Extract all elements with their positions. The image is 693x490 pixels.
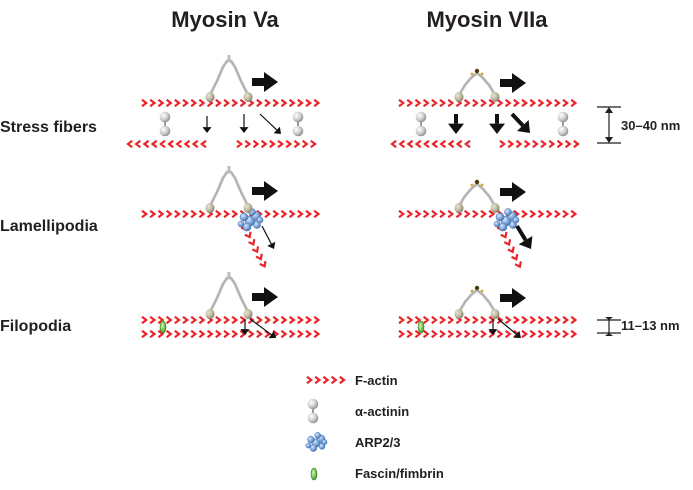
- actin-filament-bottom: [398, 329, 578, 339]
- filopodia-myosin-va-panel: [141, 272, 321, 339]
- force-arrow-down: [448, 114, 464, 134]
- motor-head-left: [454, 92, 464, 102]
- force-arrow-diagonal: [515, 224, 533, 249]
- row-label-stress-fibers: Stress fibers: [0, 119, 97, 136]
- force-arrow-diagonal: [261, 225, 276, 249]
- fascin-bundler: [159, 320, 167, 334]
- arp23-complex: [493, 208, 520, 232]
- motor-head-right: [490, 203, 500, 213]
- legend: [305, 375, 346, 481]
- movement-arrow: [252, 287, 278, 307]
- legend-symbol-f-actin: [306, 375, 346, 385]
- force-arrow-down: [489, 114, 505, 134]
- motor-head-right: [243, 92, 253, 102]
- myosin-viia-molecule: [454, 68, 500, 102]
- alpha-actinin: [415, 111, 427, 137]
- dimension-bracket-filopodia: [597, 317, 621, 336]
- row-label-lamellipodia: Lamellipodia: [0, 218, 98, 235]
- actin-filament-top: [141, 98, 321, 108]
- row-label-filopodia: Filopodia: [0, 318, 71, 335]
- myosin-va-molecule: [205, 272, 253, 319]
- motor-head-left: [454, 203, 464, 213]
- arp23-complex: [237, 208, 264, 232]
- actin-filament-top: [398, 98, 578, 108]
- force-arrow-diagonal: [249, 318, 276, 339]
- dimension-label-filopodia: 11–13 nm: [621, 318, 680, 333]
- motor-head-right: [490, 92, 500, 102]
- actin-filament-bottom-right: [499, 139, 580, 149]
- motor-head-right: [490, 309, 500, 319]
- actin-filament-main: [398, 209, 578, 219]
- legend-label-fascin: Fascin/fimbrin: [355, 466, 444, 481]
- myosin-viia-molecule: [454, 285, 500, 319]
- force-arrow-down: [239, 114, 249, 133]
- movement-arrow: [252, 72, 278, 92]
- actin-filament-top: [398, 315, 578, 325]
- force-arrow-down: [202, 116, 212, 133]
- legend-label-f-actin: F-actin: [355, 373, 398, 388]
- legend-label-alpha-actinin: α-actinin: [355, 404, 409, 419]
- myosin-va-molecule: [205, 55, 253, 102]
- myosin-va-molecule: [205, 166, 253, 213]
- motor-head-left: [205, 92, 215, 102]
- actin-filament-branch: [496, 224, 522, 269]
- actin-filament-bottom: [141, 329, 321, 339]
- force-arrow-diagonal: [259, 113, 281, 134]
- actin-filament-bottom-left: [126, 139, 207, 149]
- force-arrow-diagonal: [510, 112, 530, 133]
- title-myosin-va: Myosin Va: [171, 7, 279, 32]
- title-myosin-viia: Myosin VIIa: [426, 7, 548, 32]
- force-arrow-down: [488, 319, 498, 335]
- legend-symbol-fascin: [310, 467, 318, 481]
- alpha-actinin: [292, 111, 304, 137]
- alpha-actinin: [159, 111, 171, 137]
- diagram-shapes: [126, 55, 580, 481]
- movement-arrow: [500, 73, 526, 93]
- movement-arrow: [500, 288, 526, 308]
- actin-filament-bottom-right: [236, 139, 317, 149]
- legend-symbol-alpha-actinin: [307, 398, 319, 424]
- motor-head-right: [243, 203, 253, 213]
- legend-symbol-arp23: [305, 432, 328, 452]
- motor-head-left: [205, 309, 215, 319]
- motor-head-left: [205, 203, 215, 213]
- alpha-actinin: [557, 111, 569, 137]
- motor-head-left: [454, 309, 464, 319]
- actin-filament-branch: [240, 224, 267, 268]
- stress-fibers-myosin-viia-panel: [390, 68, 580, 149]
- lamellipodia-myosin-viia-panel: [398, 179, 578, 269]
- myosin-viia-molecule: [454, 179, 500, 213]
- stress-fibers-myosin-va-panel: [126, 55, 321, 149]
- force-arrow-down: [240, 319, 250, 335]
- movement-arrow: [252, 181, 278, 201]
- lamellipodia-myosin-va-panel: [141, 166, 321, 268]
- movement-arrow: [500, 182, 526, 202]
- filopodia-myosin-viia-panel: [398, 285, 578, 339]
- motor-head-right: [243, 309, 253, 319]
- actin-filament-main: [141, 209, 321, 219]
- legend-label-arp23: ARP2/3: [355, 435, 401, 450]
- fascin-bundler: [417, 320, 425, 334]
- actin-filament-bottom-left: [390, 139, 471, 149]
- dimension-label-stress-fibers: 30–40 nm: [621, 118, 680, 133]
- force-arrow-diagonal: [497, 318, 521, 338]
- dimension-bracket-stress-fibers: [597, 106, 621, 144]
- actin-filament-top: [141, 315, 321, 325]
